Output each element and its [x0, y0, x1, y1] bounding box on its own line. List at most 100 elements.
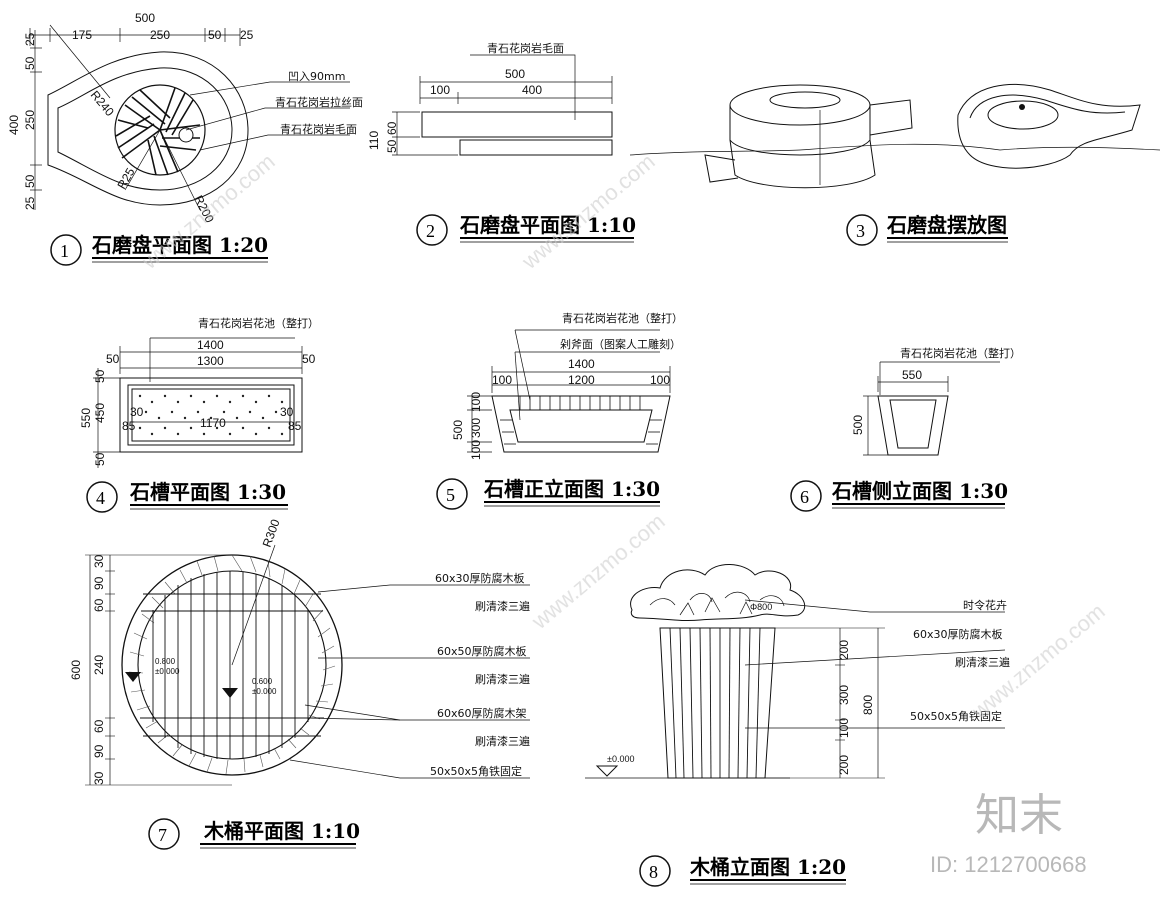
p5-dim-500: 500 [451, 420, 465, 440]
p4-dim-85r: 85 [288, 419, 302, 433]
panel-5-trough-front: 青石花岗岩花池（整打） 剁斧面（图案人工雕刻） 1400 1200 100 10… [436, 311, 683, 510]
note-p5-2: 剁斧面（图案人工雕刻） [560, 337, 681, 351]
panel-8-title: 木桶立面图 1:20 [689, 855, 846, 879]
dim-h25b: 25 [23, 196, 37, 210]
p7-note-6: 刷清漆三遍 [475, 735, 530, 748]
p7-note-7: 50x50x5角铁固定 [430, 764, 522, 778]
p5-dim-1400: 1400 [568, 357, 595, 371]
p4-dim-50b: 50 [93, 452, 107, 466]
p7-level-1b: ±0.000 [155, 667, 180, 676]
note-recess: 凹入90mm [288, 70, 345, 83]
watermark-text: www.znzmo.com [516, 149, 659, 275]
p8-note-4: 50x50x5角铁固定 [910, 709, 1002, 723]
p7-level-1a: 0.800 [155, 657, 176, 666]
dim-h50a: 50 [23, 56, 37, 70]
dim-25: 25 [240, 28, 254, 42]
radius-r240: R240 [88, 88, 117, 119]
panel-2-millstone-section: 青石花岗岩毛面 500 100 400 110 60 50 2 石磨盘平面图 1… [367, 41, 636, 246]
p4-dim-50l: 50 [106, 352, 120, 366]
p4-dim-30r: 30 [280, 405, 294, 419]
p7-dim-30: 30 [92, 554, 106, 568]
panel-4-number: 4 [96, 488, 105, 508]
note-p5-1: 青石花岗岩花池（整打） [562, 311, 683, 325]
p7-note-1: 60x30厚防腐木板 [435, 571, 525, 585]
p4-dim-550: 550 [79, 408, 93, 428]
p4-dim-1170: 1170 [200, 416, 226, 430]
p7-radius: R300 [260, 517, 283, 549]
note-rough: 青石花岗岩毛面 [280, 122, 357, 136]
panel-5-number: 5 [446, 485, 455, 505]
p8-level: ±0.000 [607, 754, 634, 764]
note-p2: 青石花岗岩毛面 [487, 41, 564, 55]
p2-dim-50: 50 [385, 139, 399, 153]
p4-dim-30l: 30 [130, 405, 144, 419]
p5-dim-100l: 100 [492, 373, 512, 387]
panel-8-bucket-elevation: ±0.000 Φ800 200 300 100 200 800 时令花卉 60x… [585, 564, 1010, 887]
p4-dim-450: 450 [93, 403, 107, 423]
p5-dim-100r: 100 [650, 373, 670, 387]
panel-3-number: 3 [856, 221, 865, 241]
panel-1-millstone-plan: 500 175 250 50 25 25 50 400 250 50 25 R2… [7, 11, 363, 266]
p2-dim-110: 110 [367, 131, 381, 150]
p4-dim-50r: 50 [302, 352, 316, 366]
p7-dim-60: 60 [92, 598, 106, 612]
p8-dim-300: 300 [837, 685, 851, 705]
p7-note-2: 刷清漆三遍 [475, 600, 530, 613]
p7-note-5: 60x60厚防腐木架 [437, 706, 527, 720]
p7-dim-600: 600 [69, 660, 83, 680]
dim-h400: 400 [7, 115, 21, 135]
p6-dim-550: 550 [902, 368, 922, 382]
panel-4-trough-plan: 青石花岗岩花池（整打） 1400 1300 50 50 1170 30 30 8… [79, 316, 319, 513]
p7-dim-240: 240 [92, 655, 106, 675]
p7-dim-30b: 30 [92, 771, 106, 785]
p4-dim-1300: 1300 [197, 354, 224, 368]
panel-6-trough-side: 青石花岗岩花池（整打） 550 500 6 石槽侧立面图 1:30 [790, 346, 1021, 512]
panel-5-title: 石槽正立面图 1:30 [483, 477, 660, 501]
p7-dim-90b: 90 [92, 744, 106, 758]
p7-level-2b: ±0.000 [252, 687, 277, 696]
dim-h250: 250 [23, 110, 37, 130]
panel-2-number: 2 [426, 221, 435, 241]
panel-3-title: 石磨盘摆放图 [886, 213, 1007, 237]
panel-8-number: 8 [649, 862, 658, 882]
p8-dim-200b: 200 [837, 755, 851, 775]
dim-250: 250 [150, 28, 170, 42]
note-p6: 青石花岗岩花池（整打） [900, 346, 1021, 360]
p8-note-1: 时令花卉 [963, 598, 1007, 612]
p5-dim-300: 300 [469, 418, 483, 438]
panel-7-number: 7 [158, 825, 167, 845]
dim-175: 175 [72, 28, 92, 42]
brand-logo: 知末 [975, 790, 1063, 841]
p8-dim-800: 800 [861, 695, 875, 715]
p7-note-4: 刷清漆三遍 [475, 673, 530, 686]
dim-total: 500 [135, 11, 155, 25]
brand-id: ID: 1212700668 [930, 852, 1087, 877]
p8-diam: Φ800 [750, 602, 772, 612]
dim-h25a: 25 [23, 32, 37, 46]
radius-r25: R25 [114, 165, 137, 191]
panel-6-title: 石槽侧立面图 1:30 [831, 479, 1008, 503]
dim-h50b: 50 [23, 174, 37, 188]
p5-dim-100t: 100 [469, 392, 483, 412]
p5-dim-100b: 100 [469, 440, 483, 460]
p7-level-2a: 0.600 [252, 677, 273, 686]
watermark-text: www.znzmo.com [526, 509, 669, 635]
panel-3-millstone-placement: 3 石磨盘摆放图 [629, 84, 1161, 246]
p4-dim-85l: 85 [122, 419, 136, 433]
p4-dim-1400: 1400 [197, 338, 224, 352]
note-p4: 青石花岗岩花池（整打） [198, 316, 319, 330]
dim-50: 50 [208, 28, 222, 42]
p8-note-2: 60x30厚防腐木板 [913, 627, 1003, 641]
p7-dim-90: 90 [92, 576, 106, 590]
p2-dim-500: 500 [505, 67, 525, 81]
p6-dim-500: 500 [851, 415, 865, 435]
panel-1-number: 1 [60, 241, 69, 261]
panel-7-bucket-plan: R300 0.800 ±0.000 0.600 ±0.000 600 30 90… [69, 517, 530, 850]
note-brushed: 青石花岗岩拉丝面 [275, 95, 363, 109]
p2-dim-400: 400 [522, 83, 542, 97]
panel-1-title: 石磨盘平面图 1:20 [91, 233, 268, 257]
p5-dim-1200: 1200 [568, 373, 595, 387]
panel-2-title: 石磨盘平面图 1:10 [459, 213, 636, 237]
